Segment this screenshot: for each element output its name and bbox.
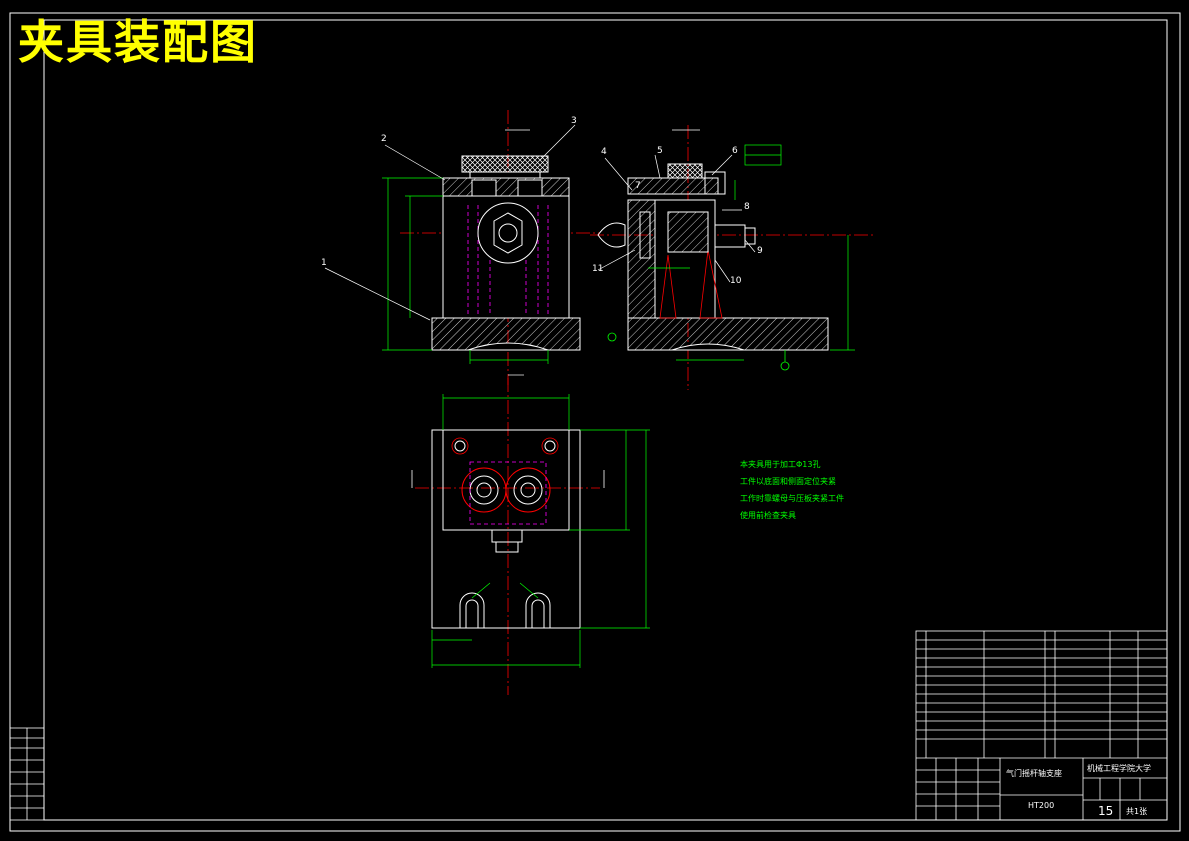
note-line: 工作时靠螺母与压板夹紧工件 <box>740 494 844 503</box>
callout-8: 8 <box>744 202 750 212</box>
binding-strip <box>9 727 45 821</box>
callout-2: 2 <box>381 134 387 144</box>
callout-9: 9 <box>757 246 763 256</box>
drawing-frame <box>9 12 1181 832</box>
drawing-name: 气门摇杆轴支座 <box>1006 769 1062 778</box>
callout-7: 7 <box>635 181 641 191</box>
sheet-number: 15 <box>1098 804 1114 818</box>
technical-notes: 本夹具用于加工Φ13孔 工件以底面和侧面定位夹紧 工作时靠螺母与压板夹紧工件 使… <box>740 456 844 524</box>
material: HT200 <box>1028 801 1055 810</box>
top-view <box>411 378 650 695</box>
note-line: 本夹具用于加工Φ13孔 <box>740 460 821 469</box>
callout-11: 11 <box>592 264 604 274</box>
school-name: 机械工程学院大学 <box>1087 764 1151 773</box>
drawing-title: 夹具装配图 <box>18 15 258 69</box>
side-section-view <box>590 125 875 390</box>
note-line: 使用前检查夹具 <box>740 511 796 520</box>
callout-10: 10 <box>730 276 742 286</box>
note-line: 工件以底面和侧面定位夹紧 <box>740 477 836 486</box>
title-block <box>915 630 1168 821</box>
callout-6: 6 <box>732 146 738 156</box>
sheet-label: 共1张 <box>1126 807 1148 816</box>
callout-4: 4 <box>601 147 607 157</box>
callout-5: 5 <box>657 146 663 156</box>
callout-3: 3 <box>571 116 577 126</box>
callout-1: 1 <box>321 258 327 268</box>
front-view <box>324 110 600 385</box>
